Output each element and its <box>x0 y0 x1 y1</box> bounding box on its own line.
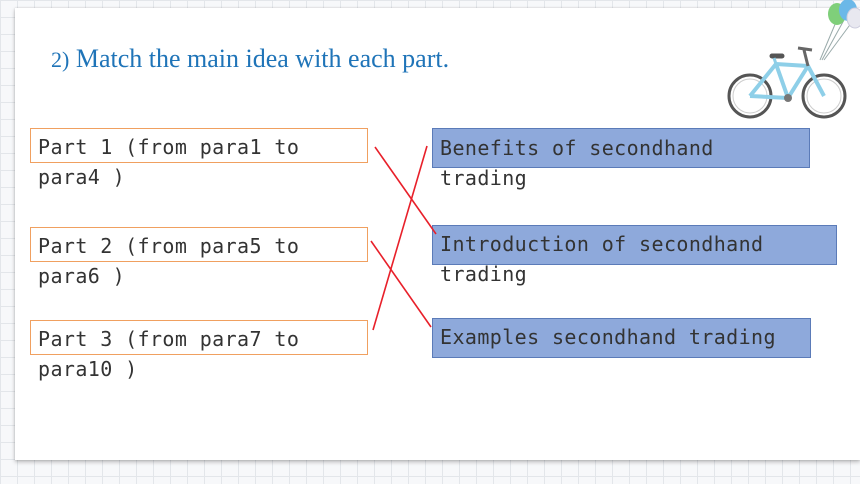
idea-1-label: Benefits of secondhand trading <box>440 136 727 190</box>
part-3-label: Part 3 (from para7 to para10 ) <box>38 327 312 381</box>
match-line-part3-to-idea1 <box>372 145 428 331</box>
part-1-label: Part 1 (from para1 to para4 ) <box>38 135 312 189</box>
page-title: 2) Match the main idea with each part. <box>51 44 449 74</box>
title-number: 2) <box>51 47 70 72</box>
title-text: Match the main idea with each part. <box>69 44 450 73</box>
part-2-label: Part 2 (from para5 to para6 ) <box>38 234 312 288</box>
idea-2-box <box>432 225 837 265</box>
part-2-box <box>30 227 368 262</box>
part-1-box <box>30 128 368 163</box>
idea-3-label: Examples secondhand trading <box>440 325 776 349</box>
match-line-part2-to-idea3 <box>370 240 432 328</box>
match-line-part1-to-idea2 <box>374 146 437 235</box>
bicycle-with-balloons-icon <box>727 0 860 119</box>
idea-1-box <box>432 128 810 168</box>
idea-3-box <box>432 318 811 358</box>
part-3-box <box>30 320 368 355</box>
idea-2-label: Introduction of secondhand trading <box>440 232 776 286</box>
